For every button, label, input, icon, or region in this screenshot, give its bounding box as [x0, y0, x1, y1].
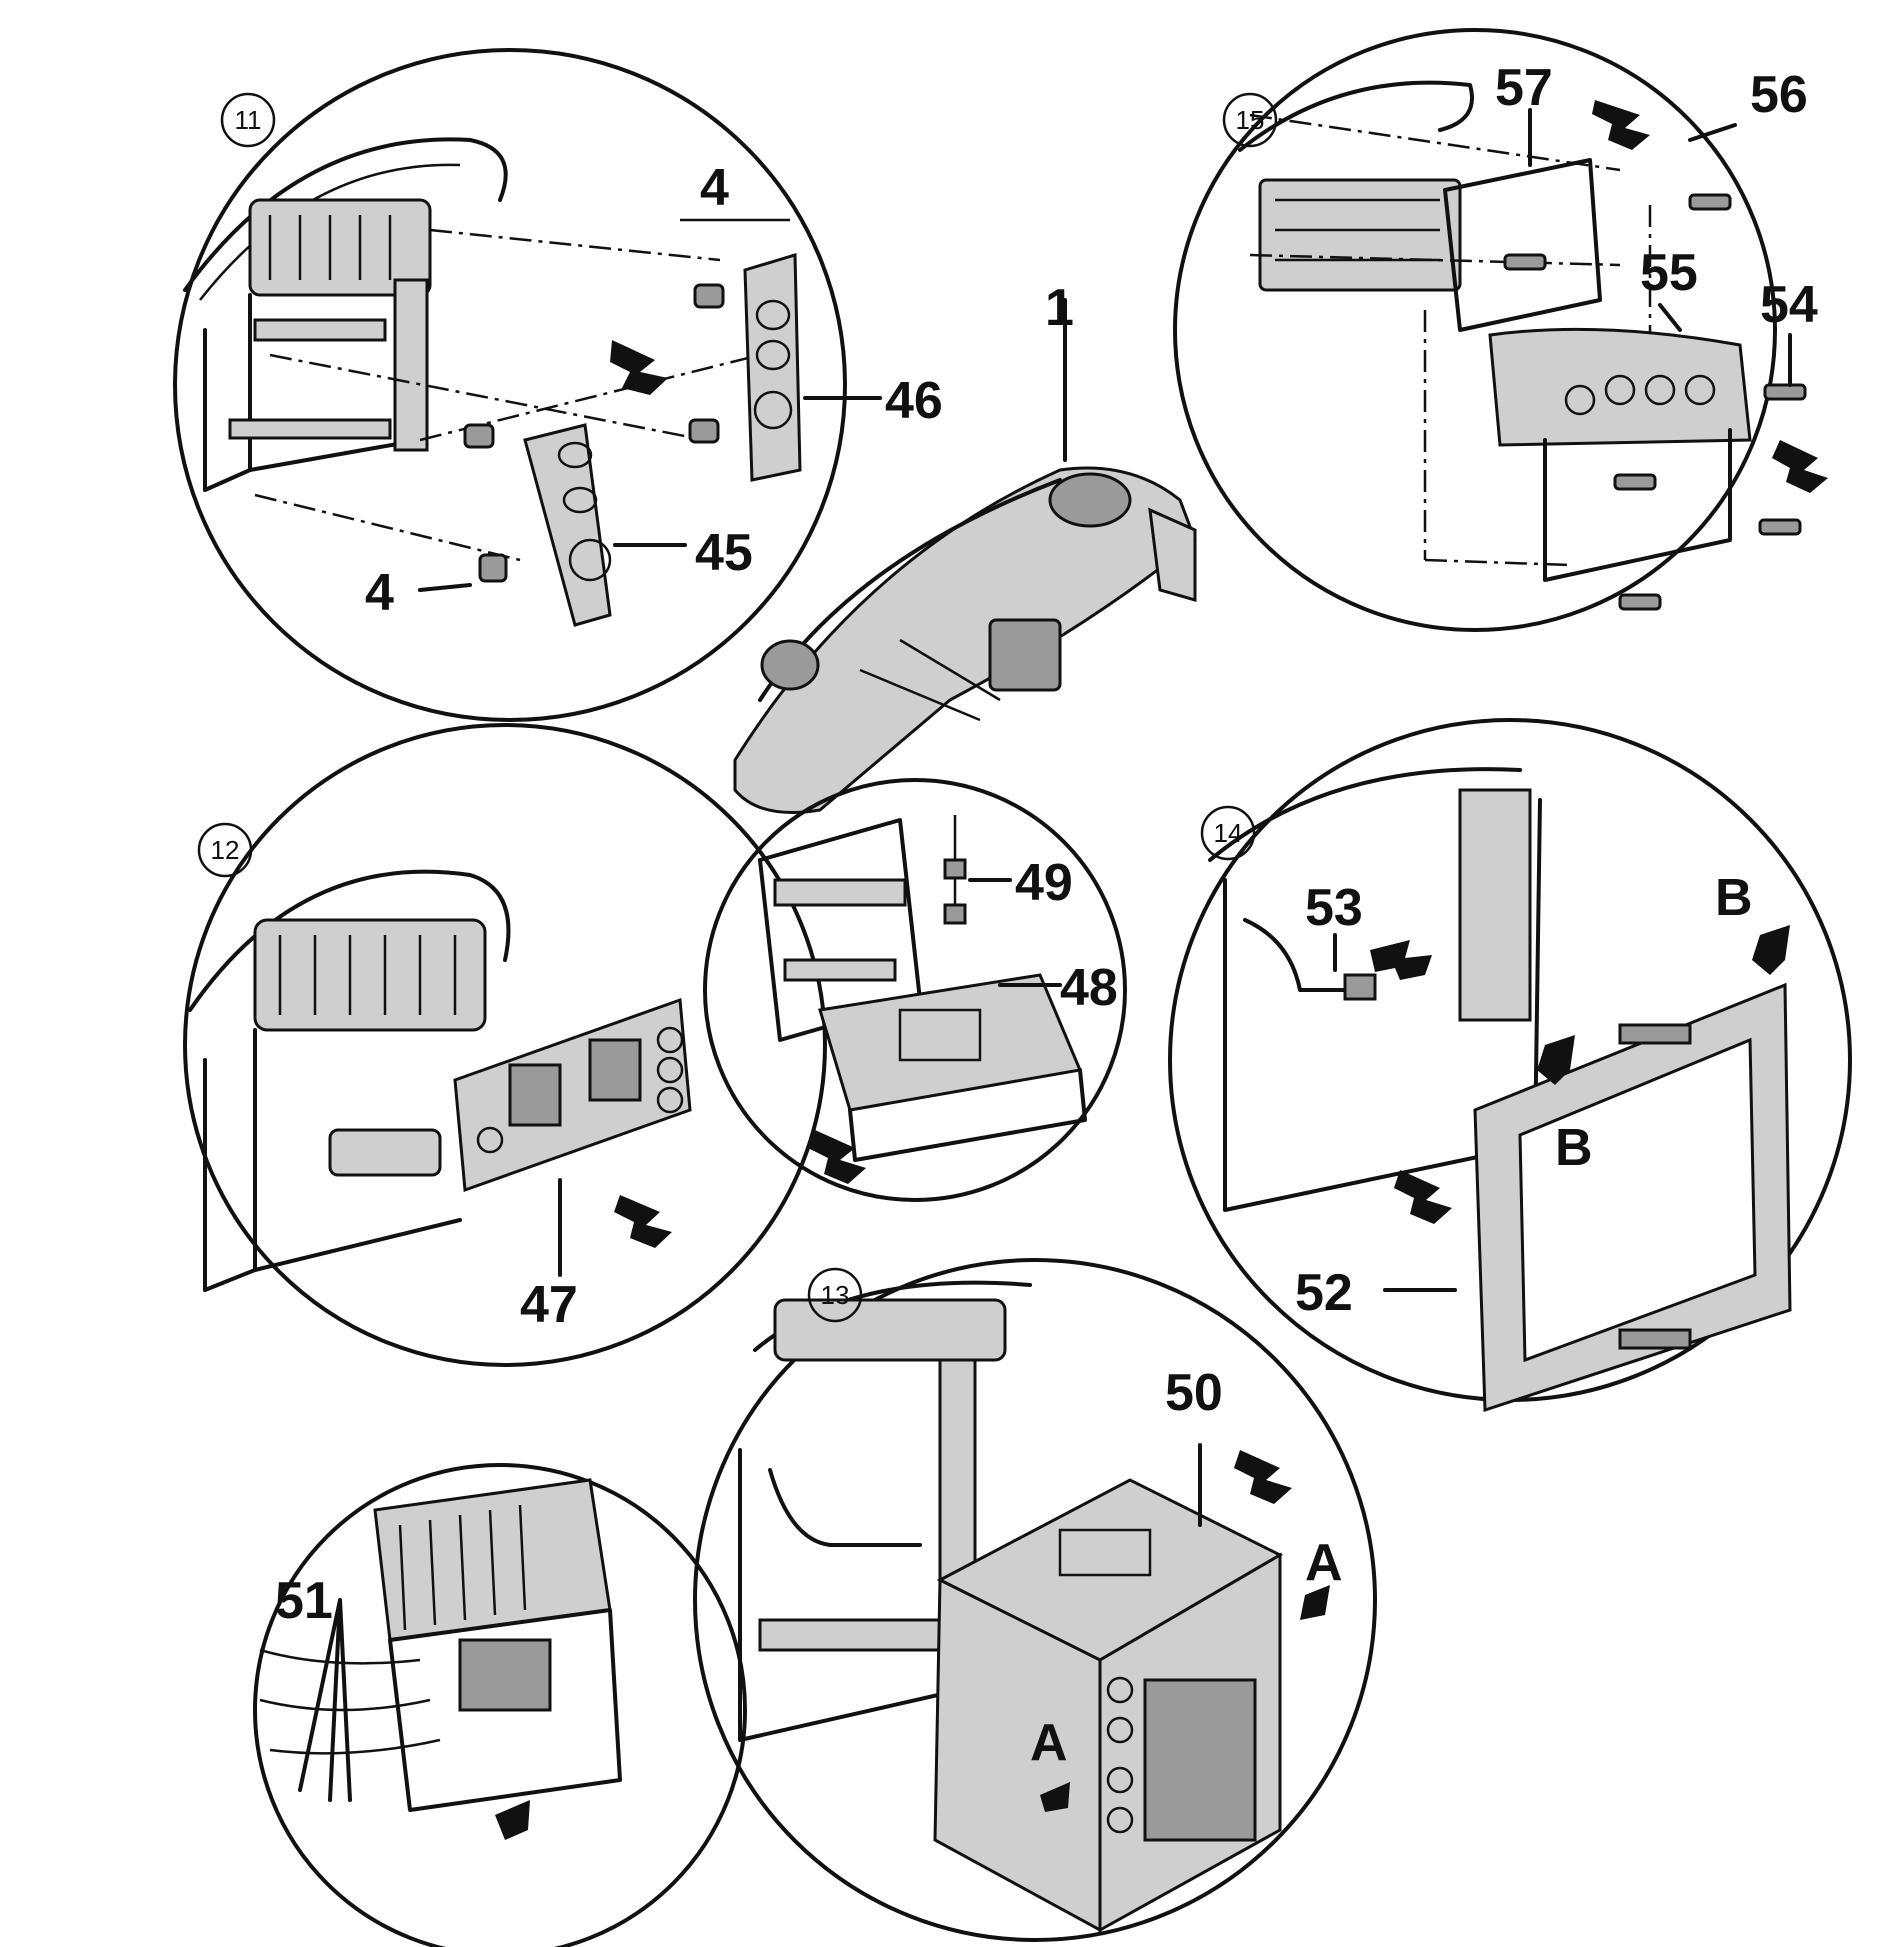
- part-48-label: 48: [1060, 959, 1118, 1017]
- detail-view-15: [1173, 28, 1828, 632]
- marker-b-top: B: [1715, 869, 1753, 927]
- part-45-label: 45: [695, 524, 753, 582]
- badge-14-label: 14: [1214, 818, 1243, 848]
- badge-11: 11: [220, 92, 276, 148]
- part-1-label: 1: [1045, 279, 1074, 337]
- badge-15: 15: [1222, 92, 1278, 148]
- badge-13-label: 13: [821, 1280, 850, 1310]
- part-51-label: 51: [275, 1572, 333, 1630]
- detail-view-11: [173, 48, 882, 722]
- part-57-label: 57: [1495, 59, 1553, 117]
- part-46-label: 46: [885, 372, 943, 430]
- part-54-label: 54: [1760, 276, 1818, 334]
- detail-view-48-49: [703, 778, 1127, 1202]
- part-50-label: 50: [1165, 1364, 1223, 1422]
- marker-a-right: A: [1305, 1534, 1343, 1592]
- part-49-label: 49: [1015, 854, 1073, 912]
- detail-view-14: [1168, 718, 1852, 1413]
- badge-14: 14: [1200, 805, 1256, 861]
- part-52-label: 52: [1295, 1264, 1353, 1322]
- part-4-label-top: 4: [700, 159, 729, 217]
- part-4-label-bottom: 4: [365, 564, 394, 622]
- detail-view-13: [693, 1258, 1377, 1942]
- dashboard-assembly: [733, 298, 1197, 814]
- badge-12: 12: [197, 822, 253, 878]
- marker-b-bottom: B: [1555, 1119, 1593, 1177]
- part-47-label: 47: [520, 1276, 578, 1334]
- part-56-label: 56: [1750, 66, 1808, 124]
- badge-11-label: 11: [235, 105, 262, 135]
- marker-a-front: A: [1030, 1714, 1068, 1772]
- badge-13: 13: [807, 1267, 863, 1323]
- part-55-label: 55: [1640, 244, 1698, 302]
- badge-15-label: 15: [1236, 105, 1265, 135]
- detail-view-51: [253, 1463, 747, 1947]
- detail-view-12: [183, 723, 827, 1367]
- part-53-label: 53: [1305, 879, 1363, 937]
- badge-12-label: 12: [211, 835, 240, 865]
